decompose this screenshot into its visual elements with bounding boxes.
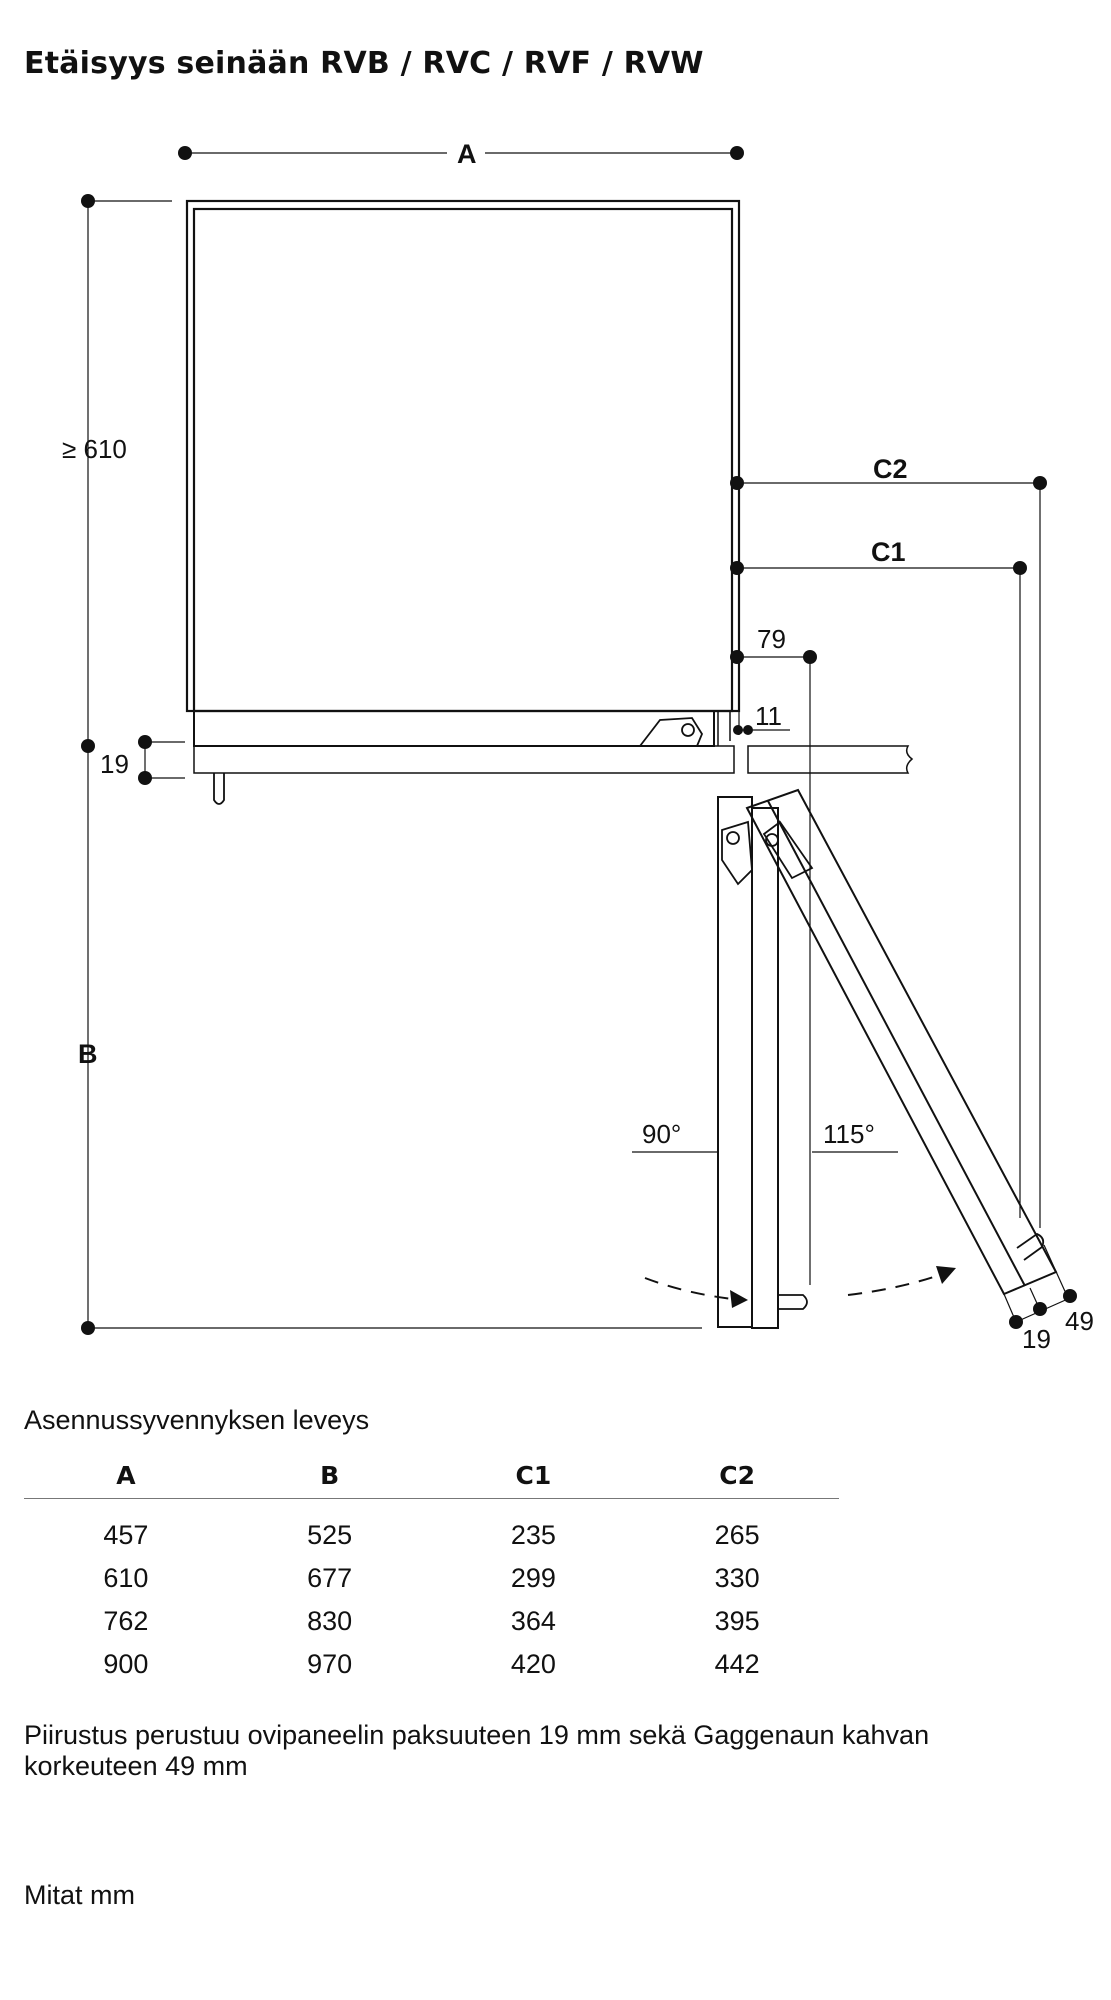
label-min-depth: ≥ 610 [62,434,127,464]
label-c2: C2 [873,454,908,484]
label-c1: C1 [871,537,906,567]
units-note: Mitat mm [24,1880,135,1910]
table-cell: 830 [307,1606,353,1636]
table-row: 900 970 420 442 [24,1643,839,1686]
label-90: 90° [642,1119,681,1149]
table-row: 457 525 235 265 [24,1499,839,1558]
worktop-right [747,745,914,774]
hinge-closed [639,717,704,747]
cabinet-inner [192,207,734,713]
table-cell: 395 [714,1606,760,1636]
page-title: Etäisyys seinään RVB / RVC / RVF / RVW [24,46,704,81]
hinge-open [721,820,753,886]
label-79: 79 [757,624,786,654]
table-cell: 364 [510,1606,556,1636]
label-115: 115° [823,1119,875,1149]
table-cell: 457 [103,1520,149,1550]
swing-arrow-right [847,1271,949,1296]
cabinet-outer [185,199,741,713]
table-header: C1 [431,1452,636,1499]
cabinet-base [193,710,715,747]
table-row: 762 830 364 395 [24,1600,839,1643]
installation-drawing: A ≥ 610 C2 C1 79 11 19 B 90° 115° 19 49 [62,139,1094,1354]
table-cell: 970 [307,1649,353,1679]
table-cell: 525 [307,1520,353,1550]
label-19-bottom: 19 [1022,1324,1051,1354]
dimensions-table: A B C1 C2 457 525 235 265 610 677 299 33… [24,1452,839,1686]
cabinet-leg [213,773,225,805]
label-a: A [457,139,477,169]
drawing-note: Piirustus perustuu ovipaneelin paksuutee… [24,1720,930,1781]
dimension-dots [81,146,1077,1335]
table-cell: 762 [103,1606,149,1636]
door-open-115 [745,788,1058,1296]
table-header: C2 [635,1452,839,1499]
table-cell: 677 [307,1563,353,1593]
table-cell: 299 [510,1563,556,1593]
table-header: B [227,1452,432,1499]
label-b: B [78,1039,98,1069]
table-cell: 235 [510,1520,556,1550]
door-open-90 [717,796,753,1328]
label-11: 11 [755,701,782,731]
table-cell: 900 [103,1649,149,1679]
worktop [193,745,735,774]
table-header: A [24,1452,228,1499]
table-cell: 265 [714,1520,760,1550]
table-cell: 330 [714,1563,760,1593]
label-19-left: 19 [100,749,129,779]
table-caption: Asennussyvennyksen leveys [24,1405,370,1435]
table-cell: 420 [510,1649,556,1679]
label-49: 49 [1065,1306,1094,1336]
table-cell: 610 [103,1563,149,1593]
table-row: 610 677 299 330 [24,1557,839,1600]
swing-arrow-left [644,1277,743,1301]
table-cell: 442 [714,1649,760,1679]
